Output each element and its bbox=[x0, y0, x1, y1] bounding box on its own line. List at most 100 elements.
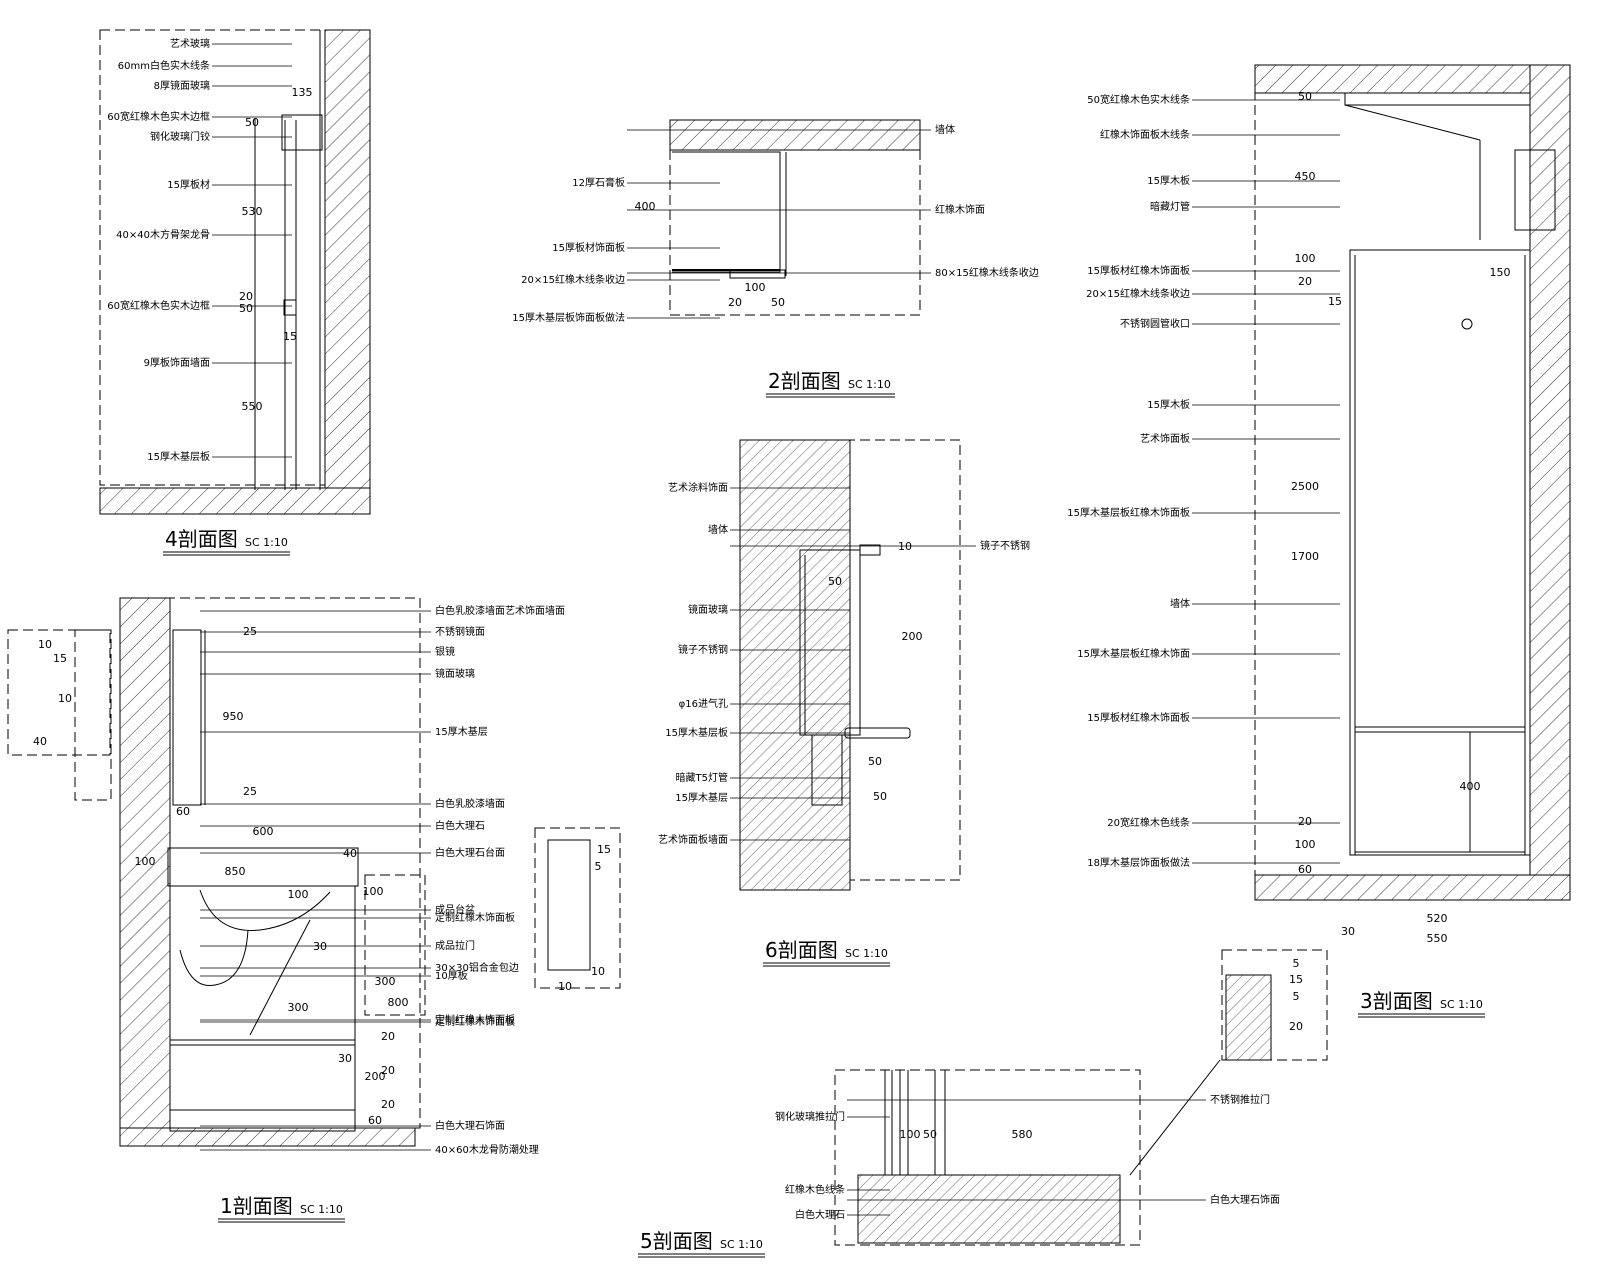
annotation-label: 墙体 bbox=[1170, 597, 1190, 610]
annotation-label: 18厚木基层饰面板做法 bbox=[1087, 856, 1190, 869]
annotation-label: 50宽红橡木色实木线条 bbox=[1087, 93, 1190, 106]
annotation-label: 15厚板材饰面板 bbox=[552, 241, 625, 254]
annotation-label: 15厚木板 bbox=[1147, 398, 1190, 411]
dimension-value: 30 bbox=[1341, 925, 1355, 938]
section-3-title: 3剖面图 bbox=[1360, 989, 1433, 1013]
annotation-label: 白色乳胶漆墙面艺术饰面墙面 bbox=[435, 604, 565, 617]
dimension-value: 580 bbox=[1012, 1128, 1033, 1141]
dimension-value: 15 bbox=[53, 652, 67, 665]
section-1-title: 1剖面图 bbox=[220, 1194, 293, 1218]
section-1-scale: SC 1:10 bbox=[300, 1203, 343, 1216]
annotation-label: 15厚板材红橡木饰面板 bbox=[1087, 711, 1190, 724]
annotation-label: 20宽红橡木色线条 bbox=[1107, 816, 1190, 829]
dimension-value: 5 bbox=[595, 860, 602, 873]
section-3: 50宽红橡木色实木线条红橡木饰面板木线条15厚木板暗藏灯管15厚板材红橡木饰面板… bbox=[1067, 64, 1571, 1018]
dimension-value: 50 bbox=[239, 302, 253, 315]
annotation-label: 钢化玻璃推拉门 bbox=[775, 1110, 845, 1123]
annotation-label: 15厚木板 bbox=[1147, 174, 1190, 187]
annotation-label: 镜面玻璃 bbox=[688, 603, 728, 616]
section-6: 艺术涂料饰面墙体镜面玻璃镜子不锈钢φ16进气孔15厚木基层板暗藏T5灯管15厚木… bbox=[658, 439, 1030, 967]
dimension-value: 20 bbox=[1298, 275, 1312, 288]
section-6-title: 6剖面图 bbox=[765, 938, 838, 962]
annotation-label: 镜面玻璃 bbox=[435, 667, 475, 680]
dimension-value: 100 bbox=[363, 885, 384, 898]
dimension-value: 850 bbox=[225, 865, 246, 878]
section-6-labels: 艺术涂料饰面墙体镜面玻璃镜子不锈钢φ16进气孔15厚木基层板暗藏T5灯管15厚木… bbox=[658, 481, 1030, 846]
annotation-label: 15厚木基层板红橡木饰面板 bbox=[1067, 506, 1190, 519]
section-4-scale: SC 1:10 bbox=[245, 536, 288, 549]
dimension-value: 150 bbox=[1490, 266, 1511, 279]
dimension-value: 10 bbox=[898, 540, 912, 553]
section-1: 白色乳胶漆墙面艺术饰面墙面不锈钢镜面银镜镜面玻璃15厚木基层白色乳胶漆墙面白色大… bbox=[7, 597, 621, 1223]
dimension-value: 950 bbox=[223, 710, 244, 723]
dimension-value: 10 bbox=[591, 965, 605, 978]
dimension-value: 520 bbox=[1427, 912, 1448, 925]
annotation-label: 80×15红橡木线条收边 bbox=[935, 266, 1039, 279]
annotation-label: 镜子不锈钢 bbox=[980, 539, 1030, 552]
annotation-label: 10厚板 bbox=[435, 969, 468, 982]
annotation-label: 红橡木色线条 bbox=[785, 1183, 845, 1196]
dimension-value: 25 bbox=[243, 785, 257, 798]
annotation-label: 15厚板材 bbox=[167, 178, 210, 191]
annotation-label: φ16进气孔 bbox=[679, 697, 728, 710]
annotation-label: 钢化玻璃门铰 bbox=[150, 130, 210, 143]
dimension-value: 100 bbox=[288, 888, 309, 901]
annotation-label: 60宽红橡木色实木边框 bbox=[107, 110, 210, 123]
dimension-value: 200 bbox=[365, 1070, 386, 1083]
dimension-value: 30 bbox=[313, 940, 327, 953]
annotation-label: 20×15红橡木线条收边 bbox=[1086, 287, 1190, 300]
dimension-value: 550 bbox=[1427, 932, 1448, 945]
dimension-value: 300 bbox=[375, 975, 396, 988]
section-4-labels: 艺术玻璃60mm白色实木线条8厚镜面玻璃60宽红橡木色实木边框钢化玻璃门铰15厚… bbox=[107, 37, 312, 463]
annotation-label: 墙体 bbox=[935, 123, 955, 136]
dimension-value: 800 bbox=[388, 996, 409, 1009]
annotation-label: 定制红橡木饰面板 bbox=[435, 1015, 515, 1028]
annotation-label: 15厚木基层板饰面板做法 bbox=[512, 311, 625, 324]
dimension-value: 100 bbox=[900, 1128, 921, 1141]
annotation-label: 成品拉门 bbox=[435, 939, 475, 952]
annotation-label: 红橡木饰面板木线条 bbox=[1100, 128, 1190, 141]
dimension-value: 20 bbox=[381, 1064, 395, 1077]
dimension-value: 10 bbox=[58, 692, 72, 705]
annotation-label: 20×15红橡木线条收边 bbox=[521, 273, 625, 286]
annotation-label: 8厚镜面玻璃 bbox=[154, 79, 210, 92]
dimension-value: 135 bbox=[292, 86, 313, 99]
dimension-value: 15 bbox=[1328, 295, 1342, 308]
annotation-label: 暗藏灯管 bbox=[1150, 200, 1190, 213]
section-4: 艺术玻璃60mm白色实木线条8厚镜面玻璃60宽红橡木色实木边框钢化玻璃门铰15厚… bbox=[99, 29, 371, 556]
dimension-value: 600 bbox=[253, 825, 274, 838]
dimension-value: 2500 bbox=[1291, 480, 1319, 493]
annotation-label: 白色大理石饰面 bbox=[1210, 1193, 1280, 1206]
annotation-label: 12厚石膏板 bbox=[572, 176, 625, 189]
dimension-value: 100 bbox=[1295, 838, 1316, 851]
dimension-value: 10 bbox=[38, 638, 52, 651]
annotation-label: 成品台盆 bbox=[435, 903, 475, 916]
annotation-label: 15厚木基层 bbox=[435, 725, 488, 738]
dimension-value: 20 bbox=[381, 1098, 395, 1111]
annotation-label: 不锈钢圆管收口 bbox=[1120, 317, 1190, 330]
dimension-value: 40 bbox=[33, 735, 47, 748]
section-2-labels: 12厚石膏板墙体15厚板材饰面板红橡木饰面20×15红橡木线条收边15厚木基层板… bbox=[512, 123, 1039, 324]
annotation-label: 艺术饰面板墙面 bbox=[658, 833, 728, 846]
annotation-label: 60宽红橡木色实木边框 bbox=[107, 299, 210, 312]
section-3-labels: 50宽红橡木色实木线条红橡木饰面板木线条15厚木板暗藏灯管15厚板材红橡木饰面板… bbox=[1067, 90, 1510, 945]
dimension-value: 50 bbox=[1298, 90, 1312, 103]
section-6-scale: SC 1:10 bbox=[845, 947, 888, 960]
dimension-value: 400 bbox=[1460, 780, 1481, 793]
dimension-value: 60 bbox=[176, 805, 190, 818]
annotation-label: 银镜 bbox=[435, 645, 455, 658]
dimension-value: 60 bbox=[368, 1114, 382, 1127]
annotation-label: 15厚木基层 bbox=[675, 791, 728, 804]
dimension-value: 50 bbox=[245, 116, 259, 129]
dimension-value: 200 bbox=[902, 630, 923, 643]
dimension-value: 15 bbox=[283, 330, 297, 343]
section-2-scale: SC 1:10 bbox=[848, 378, 891, 391]
dimension-value: 400 bbox=[635, 200, 656, 213]
annotation-label: 15厚木基层板 bbox=[147, 450, 210, 463]
annotation-label: 白色大理石 bbox=[435, 819, 485, 832]
annotation-label: 15厚木基层板红橡木饰面 bbox=[1077, 647, 1190, 660]
annotation-label: 镜子不锈钢 bbox=[678, 643, 728, 656]
